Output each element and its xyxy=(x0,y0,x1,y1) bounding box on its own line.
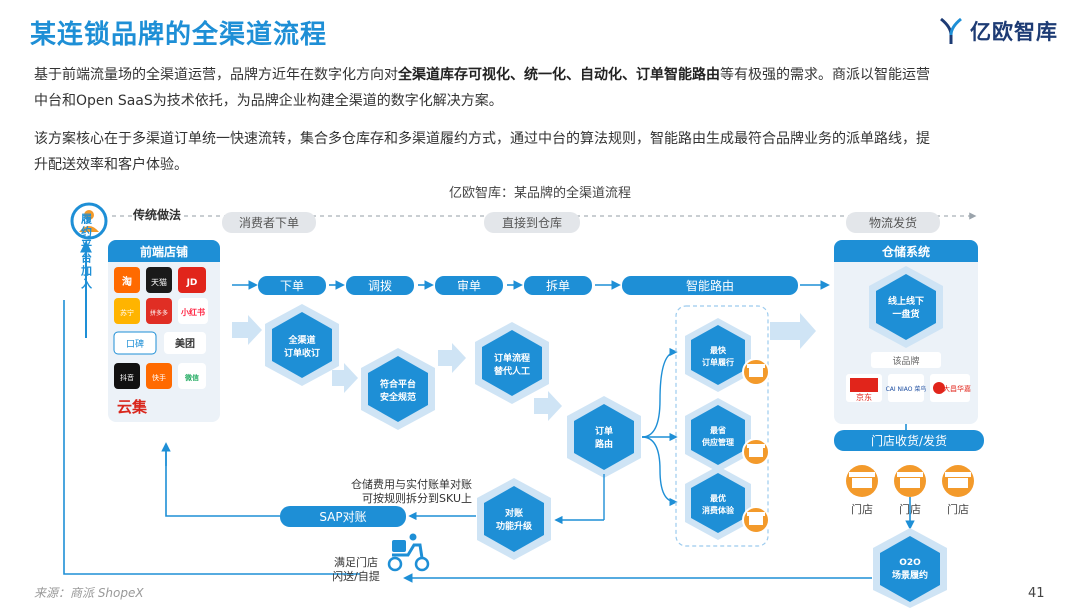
page-title: 某连锁品牌的全渠道流程 xyxy=(30,20,328,50)
reconcile-note-line-2: 可按规则拆分到SKU上 xyxy=(362,491,472,505)
hex-all-channel: 全渠道 订单收订 xyxy=(265,304,339,386)
svg-text:京东: 京东 xyxy=(856,392,872,402)
delivery-note-line-1: 满足门店 xyxy=(334,555,378,569)
hex-reconciliation: 对账 功能升级 xyxy=(477,478,551,560)
svg-text:拆单: 拆单 xyxy=(546,278,570,293)
svg-text:订单履行: 订单履行 xyxy=(702,357,734,367)
pipeline-step-transfer xyxy=(346,276,414,295)
svg-text:云集: 云集 xyxy=(117,398,148,416)
svg-text:大昌华嘉: 大昌华嘉 xyxy=(943,384,971,393)
routing-options-box xyxy=(675,305,769,547)
hex-platform-safety: 符合平台 安全规范 xyxy=(361,348,435,430)
svg-text:淘: 淘 xyxy=(122,275,132,288)
svg-text:快手: 快手 xyxy=(152,373,166,382)
store-logos: 淘 天猫 JD 苏宁 拼多多 小红书 口碑 美团 抖音 快手 微信 云集 xyxy=(113,267,208,416)
hex-fastest: 最快 订单履行 xyxy=(685,318,751,392)
person-icon xyxy=(70,202,108,240)
warehouse-logos: 京东 CAI NIAO 菜鸟 大昌华嘉 xyxy=(846,374,971,402)
svg-text:CAI NIAO 菜鸟: CAI NIAO 菜鸟 xyxy=(886,385,927,393)
svg-text:JD: JD xyxy=(186,278,198,288)
svg-text:对账: 对账 xyxy=(505,507,523,519)
svg-text:功能升级: 功能升级 xyxy=(496,520,533,532)
svg-text:抖音: 抖音 xyxy=(120,373,134,382)
hex-online-offline: 线上线下 一盘货 xyxy=(869,266,943,348)
front-store-title: 前端店铺 xyxy=(140,244,188,259)
brand-label: 该品牌 xyxy=(892,355,919,367)
pipeline-step-review xyxy=(435,276,503,295)
store-icon xyxy=(894,465,926,497)
svg-text:微信: 微信 xyxy=(184,373,199,382)
store-badge-icon xyxy=(742,506,770,534)
svg-text:下单: 下单 xyxy=(280,279,304,293)
intro-paragraph-2: 该方案核心在于多渠道订单统一快速流转，集合多仓库存和多渠道履约方式，通过中台的算… xyxy=(34,131,930,173)
source-note: 来源：商派 ShopeX xyxy=(34,586,144,600)
pipeline-step-order xyxy=(258,276,326,295)
hex-order-flow: 订单流程 替代人工 xyxy=(475,322,549,404)
phase-warehouse-label: 直接到仓库 xyxy=(502,215,562,230)
vertical-label: 履约平台加入 xyxy=(80,213,94,291)
svg-text:替代人工: 替代人工 xyxy=(494,365,530,377)
store-label: 门店 xyxy=(851,502,873,516)
store-badge-icon xyxy=(742,358,770,386)
svg-text:拼多多: 拼多多 xyxy=(150,309,168,317)
svg-text:路由: 路由 xyxy=(595,438,613,450)
svg-text:订单: 订单 xyxy=(595,425,613,437)
diagram-caption: 亿欧智库：某品牌的全渠道流程 xyxy=(448,186,631,201)
svg-text:场景履约: 场景履约 xyxy=(892,569,928,581)
phase-warehouse-pill xyxy=(484,212,580,233)
svg-text:最快: 最快 xyxy=(710,345,727,355)
hex-order-routing: 订单 路由 xyxy=(567,396,641,478)
svg-text:天猫: 天猫 xyxy=(151,277,167,287)
svg-text:一盘货: 一盘货 xyxy=(892,308,919,320)
svg-text:订单收订: 订单收订 xyxy=(284,347,320,359)
delivery-note-line-2: 闪送/自提 xyxy=(332,569,380,583)
store-ship-label: 门店收货/发货 xyxy=(871,433,947,448)
hex-o2o: O2O 场景履约 xyxy=(873,528,947,608)
svg-text:审单: 审单 xyxy=(457,278,481,293)
phase-logistics-pill xyxy=(846,212,940,233)
svg-text:消费体验: 消费体验 xyxy=(702,505,735,515)
scooter-icon xyxy=(387,533,430,572)
svg-text:最省: 最省 xyxy=(710,425,726,435)
store-icon xyxy=(942,465,974,497)
store-ship-pill xyxy=(834,430,984,451)
hex-cheapest: 最省 供应管理 xyxy=(685,398,751,472)
svg-text:线上线下: 线上线下 xyxy=(888,295,924,307)
svg-text:调拨: 调拨 xyxy=(368,279,392,293)
svg-text:符合平台: 符合平台 xyxy=(380,378,416,390)
sap-label: SAP对账 xyxy=(319,510,366,524)
svg-text:智能路由: 智能路由 xyxy=(686,278,734,293)
page-number: 41 xyxy=(1028,586,1045,601)
svg-text:O2O: O2O xyxy=(899,558,921,568)
traditional-label: 传统做法 xyxy=(132,207,181,222)
svg-text:安全规范: 安全规范 xyxy=(380,391,416,403)
store-label: 门店 xyxy=(947,502,969,516)
hex-best: 最优 消费体验 xyxy=(685,466,751,540)
svg-text:订单流程: 订单流程 xyxy=(494,352,530,364)
brand-logo: 亿欧智库 xyxy=(938,16,1058,46)
phase-consumer-pill xyxy=(222,212,316,233)
phase-logistics-label: 物流发货 xyxy=(869,215,917,230)
svg-text:美团: 美团 xyxy=(175,337,195,350)
svg-text:苏宁: 苏宁 xyxy=(120,308,134,317)
phase-consumer-label: 消费者下单 xyxy=(239,216,299,230)
intro-paragraph-1: 基于前端流量场的全渠道运营，品牌方近年在数字化方向对全渠道库存可视化、统一化、自… xyxy=(34,67,930,109)
svg-text:供应管理: 供应管理 xyxy=(701,437,734,447)
svg-text:口碑: 口碑 xyxy=(126,338,144,350)
reconcile-note-line-1: 仓储费用与实付账单对账 xyxy=(351,477,472,491)
logo-text: 亿欧智库 xyxy=(970,20,1058,44)
svg-text:最优: 最优 xyxy=(710,493,726,503)
sap-pill xyxy=(280,506,406,527)
pipeline-step-routing xyxy=(622,276,798,295)
store-badge-icon xyxy=(742,438,770,466)
warehouse-title: 仓储系统 xyxy=(881,244,930,259)
pipeline-step-split xyxy=(524,276,592,295)
logo-icon xyxy=(940,17,962,44)
store-icon xyxy=(846,465,878,497)
svg-text:全渠道: 全渠道 xyxy=(287,334,315,346)
svg-text:小红书: 小红书 xyxy=(180,307,205,317)
